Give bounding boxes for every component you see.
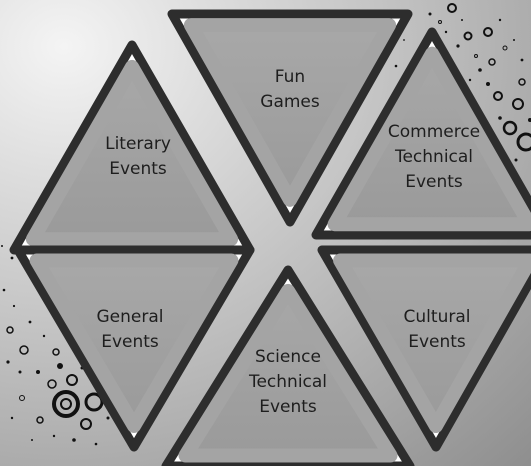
triangle-science-technical-events-button[interactable] [161,265,415,466]
triangle-commerce-technical-events-button[interactable] [311,27,531,240]
triangle-inner-fill [25,59,239,247]
triangle-inner-fill [29,253,239,433]
triangle-inner-fill [178,283,398,463]
ornament-bottom-left [6,326,104,430]
event-triangles [9,9,531,466]
triangle-fun-games-button[interactable] [167,9,413,227]
triangle-inner-fill [333,253,531,433]
ornament-top-right [438,3,531,152]
triangle-inner-fill [183,18,397,207]
triangle-general-events-button[interactable] [13,245,255,452]
triangle-inner-fill [327,46,531,232]
ornament-top-right-dots [394,12,531,162]
triangle-cultural-events-button[interactable] [317,245,531,452]
ornament-bottom-left-dots [1,245,110,446]
